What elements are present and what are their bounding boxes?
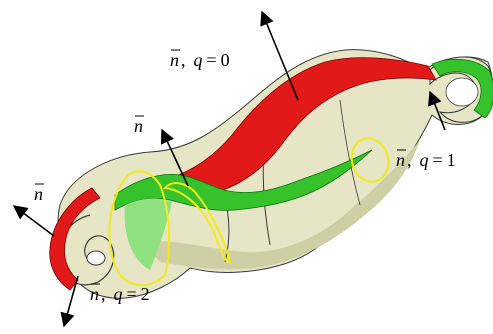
yellow-section-mid (162, 182, 232, 264)
svg-text:n: n (134, 116, 143, 136)
svg-text:n: n (34, 184, 43, 204)
normal-arrow-left (12, 205, 55, 237)
right-hole (445, 77, 479, 107)
red-band-q2 (49, 187, 101, 291)
normal-arrow-q1 (428, 90, 446, 131)
red-band-q0 (169, 57, 437, 197)
svg-text:n,q=0: n,q=0 (170, 50, 230, 70)
tube-surface (57, 49, 493, 299)
label-q1: n,q=1 (396, 149, 456, 170)
svg-text:n,q=1: n,q=1 (396, 150, 456, 170)
light-green-patch (124, 198, 172, 270)
normal-arrow-middle (160, 128, 189, 187)
normal-arrow-q0 (260, 10, 299, 101)
label-q2: n,q=2 (90, 283, 150, 304)
seam-line (339, 99, 361, 206)
label-q0: n,q=0 (170, 49, 230, 70)
yellow-section-left (108, 170, 171, 287)
label-n-left: n (34, 183, 44, 204)
left-hole (86, 250, 106, 266)
label-n-middle: n (134, 115, 144, 136)
green-band-q1 (431, 59, 493, 119)
svg-text:n,q=2: n,q=2 (90, 284, 150, 304)
normal-arrow-q2 (60, 275, 79, 328)
yellow-section-right (350, 137, 390, 183)
green-band-middle (114, 149, 373, 211)
